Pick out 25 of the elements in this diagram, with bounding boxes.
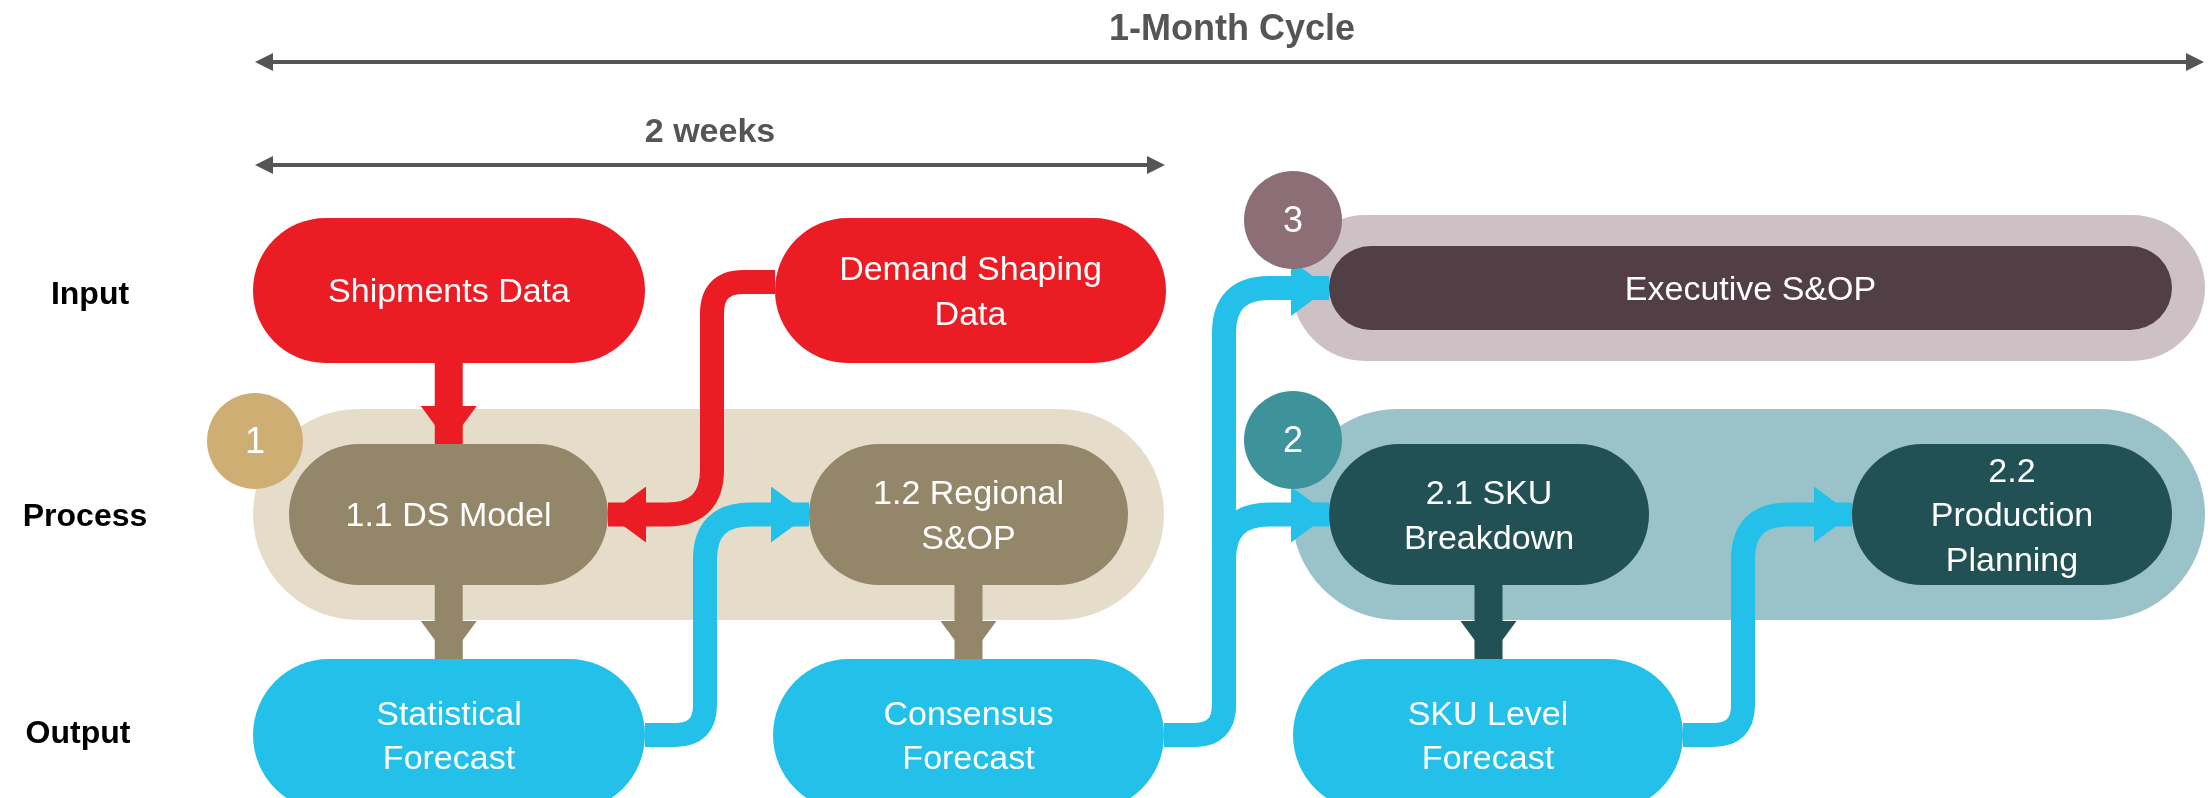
process-pill: Statistical Forecast — [253, 659, 645, 798]
arrow — [1460, 585, 1517, 659]
arrow — [1683, 486, 1852, 747]
process-pill: Shipments Data — [253, 218, 645, 363]
arrow — [608, 270, 775, 543]
dimension-label: 1-Month Cycle — [1109, 7, 1355, 49]
arrow — [645, 486, 809, 747]
row-label: Process — [22, 496, 148, 534]
process-pill: Consensus Forecast — [773, 659, 1164, 798]
dimension-label: 2 weeks — [644, 110, 776, 150]
step-number-badge: 1 — [207, 393, 303, 489]
step-number-badge: 3 — [1244, 171, 1342, 269]
arrow — [420, 363, 477, 444]
process-pill: Demand Shaping Data — [775, 218, 1166, 363]
arrow — [420, 585, 477, 659]
row-label: Input — [50, 274, 130, 312]
process-pill: SKU Level Forecast — [1293, 659, 1683, 798]
row-label: Output — [25, 713, 131, 751]
arrow — [940, 585, 997, 659]
process-pill: 2.1 SKU Breakdown — [1329, 444, 1649, 585]
process-pill: 2.2 Production Planning — [1852, 444, 2172, 585]
process-pill: Executive S&OP — [1329, 246, 2172, 330]
process-pill: 1.1 DS Model — [289, 444, 608, 585]
step-number-badge: 2 — [1244, 391, 1342, 489]
process-pill: 1.2 Regional S&OP — [809, 444, 1128, 585]
